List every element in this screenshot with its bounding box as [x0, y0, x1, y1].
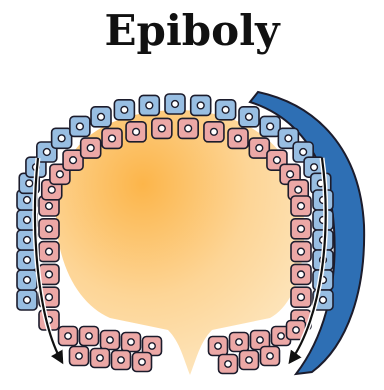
deep-cell [102, 128, 122, 148]
enveloping-cell [216, 100, 236, 120]
enveloping-cell [91, 107, 111, 127]
deep-cell [39, 242, 59, 262]
enveloping-cell [165, 94, 185, 114]
deep-cell [70, 347, 89, 366]
deep-cell [219, 355, 238, 374]
deep-cell [81, 138, 101, 158]
deep-cell [178, 118, 198, 138]
deep-cell [230, 333, 249, 352]
deep-cell [261, 347, 280, 366]
deep-cell [122, 333, 141, 352]
deep-cell [152, 118, 172, 138]
deep-cell [204, 122, 224, 142]
deep-cell [291, 219, 311, 239]
deep-cell [209, 337, 228, 356]
enveloping-cell [239, 107, 259, 127]
deep-cell [39, 219, 59, 239]
deep-cell [291, 242, 311, 262]
deep-cell [240, 351, 259, 370]
enveloping-cell [17, 270, 37, 290]
deep-cell [291, 264, 311, 284]
deep-cell [112, 351, 131, 370]
deep-cell [126, 122, 146, 142]
enveloping-cell [313, 210, 333, 230]
enveloping-cell [52, 128, 72, 148]
enveloping-cell [70, 116, 90, 136]
enveloping-cell [260, 116, 280, 136]
enveloping-cell [17, 290, 37, 310]
deep-cell [59, 327, 78, 346]
deep-cell [101, 331, 120, 350]
deep-cell [133, 353, 152, 372]
enveloping-cell [114, 100, 134, 120]
deep-cell [291, 196, 311, 216]
enveloping-cell [139, 95, 159, 115]
deep-cell [91, 349, 110, 368]
deep-cell [39, 264, 59, 284]
deep-cell [291, 287, 311, 307]
deep-cell [228, 128, 248, 148]
deep-cell [80, 327, 99, 346]
enveloping-cell [191, 95, 211, 115]
